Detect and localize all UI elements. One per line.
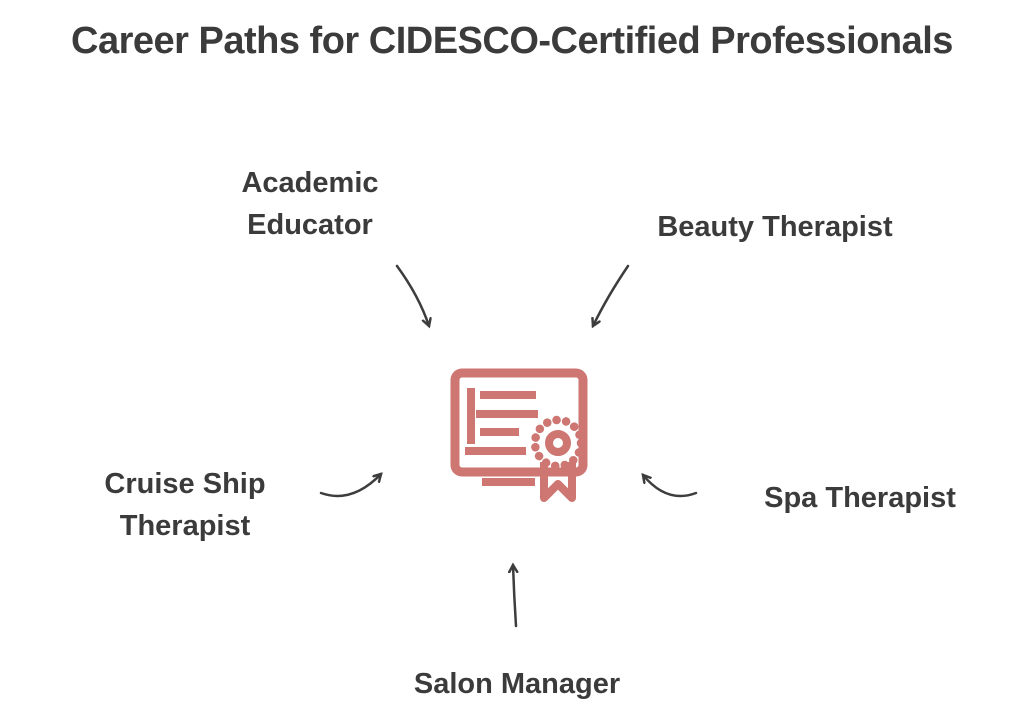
career-label-spa-therapist: Spa Therapist (730, 477, 990, 519)
career-label-line: Therapist (119, 510, 251, 542)
arrow-cruise-to-certificate (319, 474, 381, 498)
career-label-line: Beauty Therapist (657, 211, 893, 243)
career-label-cruise-ship-therapist: Cruise Ship Therapist (60, 463, 310, 547)
career-label-academic-educator: Academic Educator (185, 162, 435, 246)
arrow-academic-to-certificate (395, 264, 429, 326)
career-label-salon-manager: Salon Manager (377, 663, 657, 705)
career-label-line: Academic (241, 167, 379, 199)
arrow-salon-to-certificate (513, 565, 516, 628)
arrow-beauty-to-certificate (593, 264, 630, 326)
career-label-line: Salon Manager (413, 668, 621, 700)
certificate-icon (450, 368, 588, 502)
career-label-line: Cruise Ship (104, 468, 266, 500)
career-label-line: Spa Therapist (764, 482, 956, 514)
career-label-beauty-therapist: Beauty Therapist (630, 206, 920, 248)
career-label-line: Educator (247, 209, 373, 241)
arrow-spa-to-certificate (643, 475, 698, 498)
page-title: Career Paths for CIDESCO-Certified Profe… (71, 20, 953, 62)
